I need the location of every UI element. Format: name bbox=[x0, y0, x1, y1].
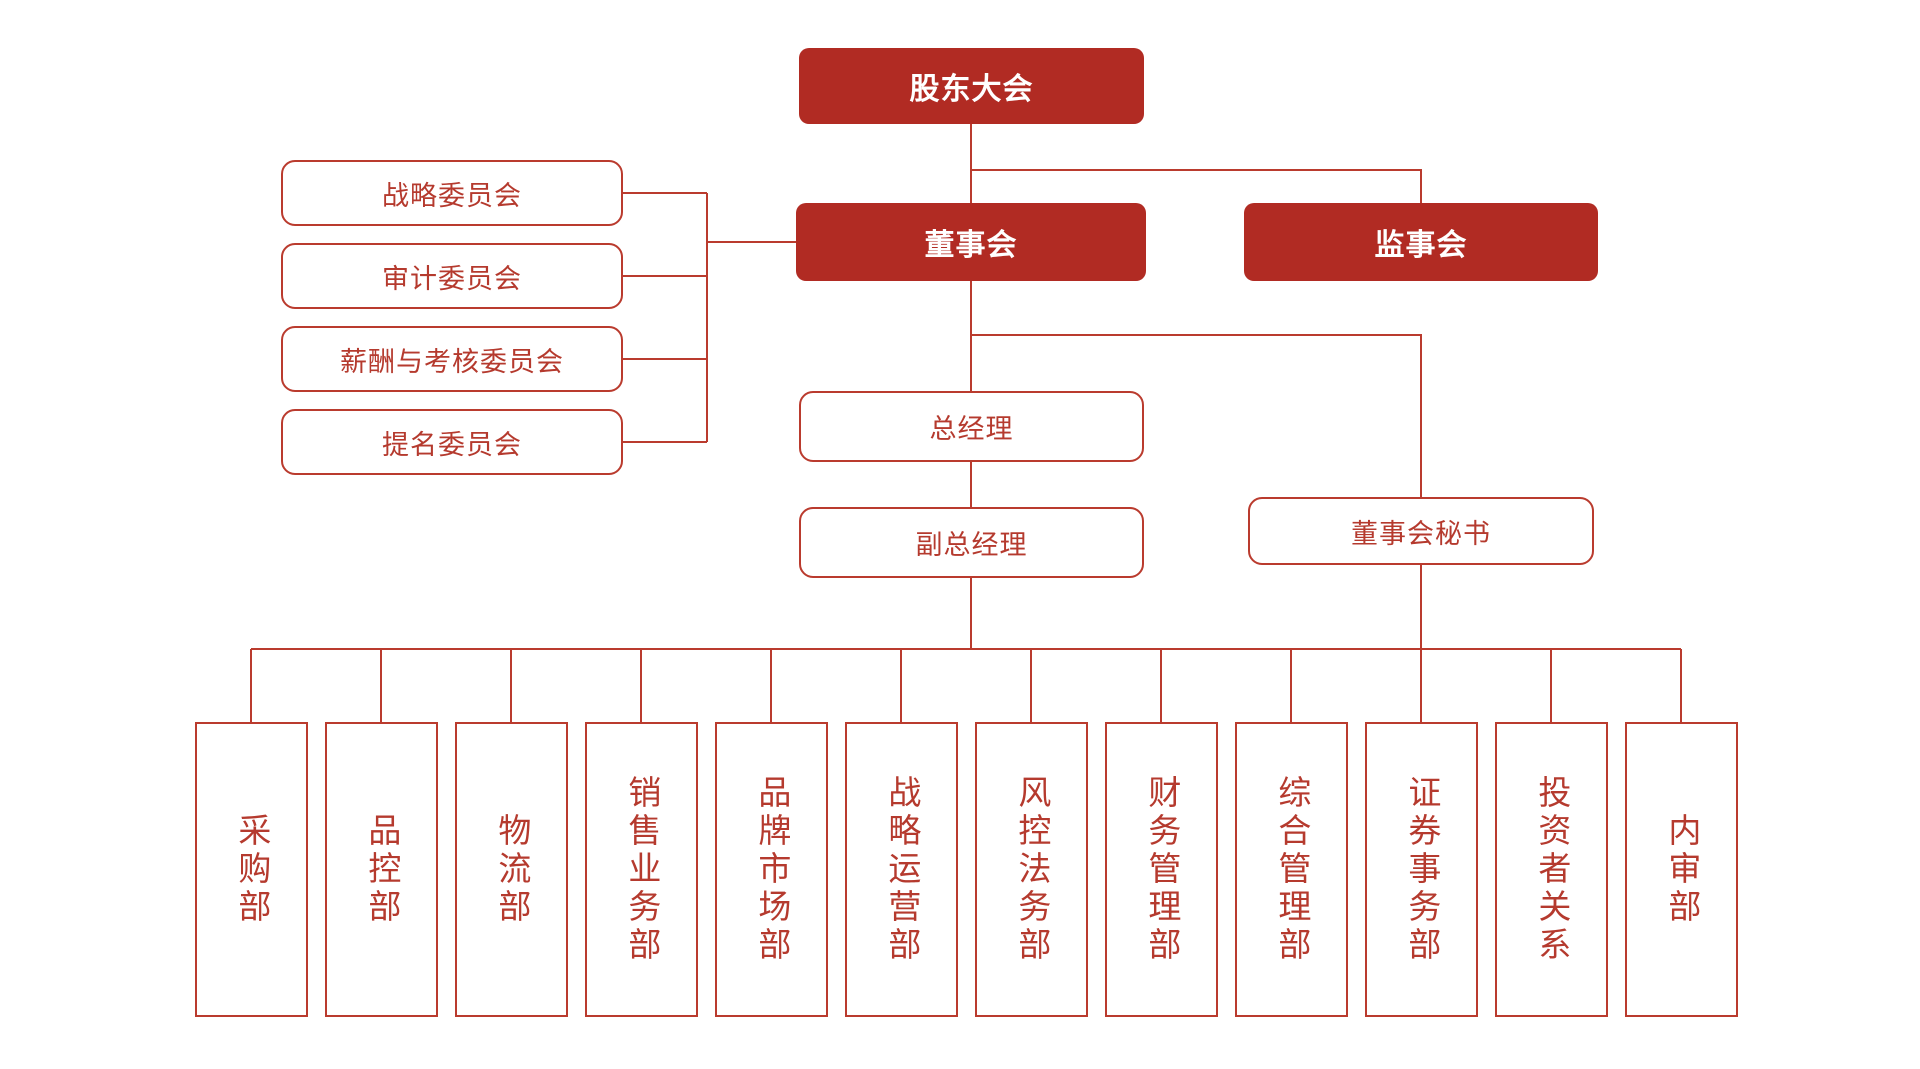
node-label: 战略运营部 bbox=[883, 774, 921, 965]
node-label: 总经理 bbox=[929, 414, 1014, 444]
node-dept-procurement: 采购部 bbox=[195, 722, 308, 1017]
node-dept-brand-marketing: 品牌市场部 bbox=[715, 722, 828, 1017]
node-label: 物流部 bbox=[493, 812, 531, 927]
node-label: 风控法务部 bbox=[1013, 774, 1051, 965]
node-label: 董事会 bbox=[924, 229, 1018, 262]
node-label: 采购部 bbox=[233, 812, 271, 927]
node-remuneration-assessment-committee: 薪酬与考核委员会 bbox=[281, 326, 623, 392]
node-label: 提名委员会 bbox=[382, 429, 522, 460]
node-dept-investor-relations: 投资者关系 bbox=[1495, 722, 1608, 1017]
node-label: 内审部 bbox=[1663, 812, 1701, 927]
node-label: 监事会 bbox=[1374, 229, 1468, 262]
node-dept-sales-business: 销售业务部 bbox=[585, 722, 698, 1017]
node-audit-committee: 审计委员会 bbox=[281, 243, 623, 309]
node-dept-general-administration: 综合管理部 bbox=[1235, 722, 1348, 1017]
node-label: 战略委员会 bbox=[382, 180, 522, 211]
node-label: 薪酬与考核委员会 bbox=[340, 346, 564, 377]
node-dept-securities-affairs: 证券事务部 bbox=[1365, 722, 1478, 1017]
node-label: 副总经理 bbox=[915, 530, 1028, 560]
node-strategy-committee: 战略委员会 bbox=[281, 160, 623, 226]
node-dept-risk-legal: 风控法务部 bbox=[975, 722, 1088, 1017]
node-label: 股东大会 bbox=[909, 73, 1034, 106]
node-dept-finance-management: 财务管理部 bbox=[1105, 722, 1218, 1017]
node-dept-strategy-operations: 战略运营部 bbox=[845, 722, 958, 1017]
node-label: 审计委员会 bbox=[382, 263, 522, 294]
node-label: 品牌市场部 bbox=[753, 774, 791, 965]
node-label: 销售业务部 bbox=[623, 774, 661, 965]
node-dept-logistics: 物流部 bbox=[455, 722, 568, 1017]
node-label: 投资者关系 bbox=[1533, 774, 1571, 965]
node-label: 财务管理部 bbox=[1143, 774, 1181, 965]
node-deputy-general-manager: 副总经理 bbox=[799, 507, 1144, 578]
node-general-manager: 总经理 bbox=[799, 391, 1144, 462]
node-nomination-committee: 提名委员会 bbox=[281, 409, 623, 475]
node-label: 综合管理部 bbox=[1273, 774, 1311, 965]
node-label: 董事会秘书 bbox=[1351, 518, 1491, 549]
node-label: 证券事务部 bbox=[1403, 774, 1441, 965]
node-shareholders-meeting: 股东大会 bbox=[799, 48, 1144, 124]
node-dept-internal-audit: 内审部 bbox=[1625, 722, 1738, 1017]
node-dept-quality-control: 品控部 bbox=[325, 722, 438, 1017]
node-board-of-directors: 董事会 bbox=[796, 203, 1146, 281]
node-board-secretary: 董事会秘书 bbox=[1248, 497, 1594, 565]
node-label: 品控部 bbox=[363, 812, 401, 927]
node-supervisory-board: 监事会 bbox=[1244, 203, 1598, 281]
